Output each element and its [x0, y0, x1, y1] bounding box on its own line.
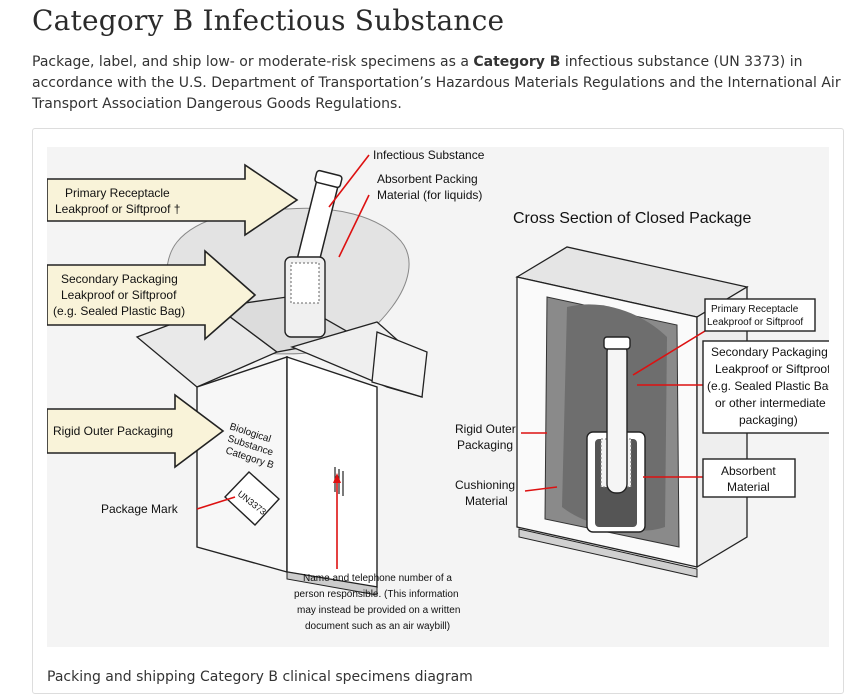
- xs-cushioning-2: Material: [465, 494, 508, 508]
- callout-rigid-line1: Rigid Outer Packaging: [53, 424, 173, 438]
- label-name-note-3: may instead be provided on a written: [297, 605, 460, 616]
- callout-secondary-line3: (e.g. Sealed Plastic Bag): [53, 304, 185, 318]
- label-absorbent-1: Absorbent Packing: [377, 172, 478, 186]
- leader-xs-cushioning: [524, 486, 558, 492]
- box-flap-right-outer: [371, 331, 428, 398]
- xs-secondary-3: (e.g. Sealed Plastic Bag: [707, 379, 829, 393]
- primary-tube-icon: [284, 169, 343, 338]
- xs-secondary-2: Leakproof or Siftproof: [715, 362, 829, 376]
- callout-secondary-line1: Secondary Packaging: [61, 272, 178, 286]
- callout-secondary-line2: Leakproof or Siftproof: [61, 288, 177, 302]
- box-side-face: [286, 356, 378, 588]
- xs-rigid-2: Packaging: [457, 438, 513, 452]
- xs-primary-box: [704, 298, 816, 332]
- cross-section-box: [515, 246, 749, 578]
- figure-card: Biological Substance Category B UN3373 P…: [32, 128, 844, 694]
- page-title: Category B Infectious Substance: [32, 4, 505, 37]
- intro-text-before: Package, label, and ship low- or moderat…: [32, 54, 474, 70]
- xs-absorbent-2: Material: [727, 480, 770, 494]
- callout-primary-line2: Leakproof or Siftproof †: [55, 202, 180, 216]
- callout-primary-receptacle: [47, 163, 299, 237]
- xs-cushioning-1: Cushioning: [455, 478, 515, 492]
- packaging-diagram: Biological Substance Category B UN3373 P…: [47, 147, 829, 647]
- intro-text-bold: Category B: [473, 54, 561, 70]
- leader-infectious: [328, 154, 370, 208]
- label-package-mark: Package Mark: [101, 502, 179, 516]
- arrowhead: [333, 473, 341, 483]
- figure-caption: Packing and shipping Category B clinical…: [47, 669, 473, 685]
- box-bottom-rim: [286, 571, 378, 596]
- cross-section-title: Cross Section of Closed Package: [513, 210, 751, 227]
- callout-secondary-packaging: [47, 249, 257, 341]
- xs-rigid-1: Rigid Outer: [455, 422, 516, 436]
- callout-primary-line1: Primary Receptacle: [65, 186, 170, 200]
- label-name-note-4: document such as an air waybill): [305, 621, 450, 632]
- xs-secondary-1: Secondary Packaging: [711, 345, 828, 359]
- xs-absorbent-box: [702, 458, 796, 498]
- xs-secondary-box: [702, 340, 829, 434]
- xs-primary-1: Primary Receptacle: [711, 304, 799, 315]
- callout-rigid-outer: [47, 393, 225, 469]
- leader-package-mark: [196, 496, 236, 510]
- xs-secondary-5: packaging): [739, 413, 798, 427]
- xs-secondary-4: or other intermediate: [715, 396, 826, 410]
- label-absorbent-2: Material (for liquids): [377, 188, 482, 202]
- label-infectious-substance: Infectious Substance: [373, 148, 485, 162]
- label-name-note-2: person responsible. (This information: [294, 589, 459, 600]
- xs-absorbent-1: Absorbent: [721, 464, 776, 478]
- packaging-diagram-svg: Biological Substance Category B UN3373 P…: [47, 148, 829, 632]
- intro-text-after: infectious substance (UN 3373) in accord…: [32, 54, 841, 112]
- label-name-note-1: Name and telephone number of a: [303, 573, 452, 584]
- leader-absorbent: [338, 194, 370, 258]
- xs-primary-2: Leakproof or Siftproof: [707, 317, 803, 328]
- leader-xs-primary: [632, 330, 706, 376]
- intro-paragraph: Package, label, and ship low- or moderat…: [32, 52, 844, 115]
- un3373-diamond-icon: [224, 471, 280, 526]
